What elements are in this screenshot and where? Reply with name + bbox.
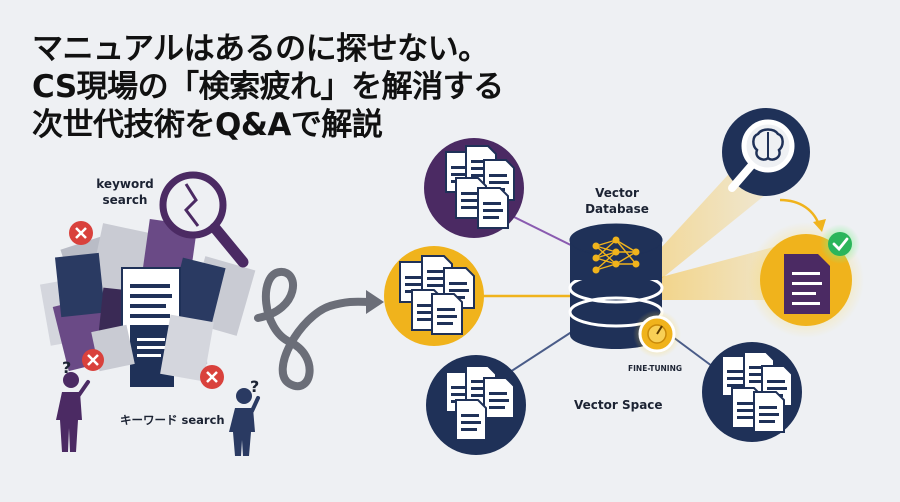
keyword-label-line-2: search <box>102 193 148 207</box>
question-mark: ? <box>62 358 71 377</box>
keyword-search-label: keyword search <box>90 176 160 208</box>
vector-space-label: Vector Space <box>574 398 663 412</box>
broken-magnifier-icon <box>159 171 249 268</box>
document-pile <box>39 218 256 387</box>
db-label-line-2: Database <box>585 202 649 216</box>
error-x-icon <box>69 221 93 245</box>
error-x-icon <box>82 349 104 371</box>
document-cluster-purple <box>424 138 524 238</box>
keyword-jp-label: キーワード search <box>120 413 225 427</box>
document-cluster-navy-right <box>702 342 802 442</box>
document-cluster-navy <box>426 355 526 455</box>
db-label-line-1: Vector <box>595 186 639 200</box>
error-x-icon <box>200 365 224 389</box>
keyword-label-line-1: keyword <box>96 177 154 191</box>
confused-person-icon <box>229 388 260 456</box>
confused-person-icon <box>56 372 90 452</box>
headline-line-3: 次世代技術をQ&Aで解説 <box>32 107 383 143</box>
headline-line-1: マニュアルはあるのに探せない。 <box>32 31 489 67</box>
headline: マニュアルはあるのに探せない。 CS現場の「検索疲れ」を解消する 次世代技術をQ… <box>32 30 504 144</box>
vector-database-label: Vector Database <box>572 185 662 217</box>
tangled-arrow <box>254 268 384 391</box>
success-check-icon <box>820 224 860 264</box>
brain-search-icon <box>722 108 810 196</box>
document-cluster-gold <box>384 246 484 346</box>
fine-tuning-label: FINE-TUNING <box>628 364 683 373</box>
question-mark: ? <box>250 377 259 396</box>
headline-line-2: CS現場の「検索疲れ」を解消する <box>32 69 504 105</box>
fine-tuning-dial-icon <box>633 310 681 358</box>
